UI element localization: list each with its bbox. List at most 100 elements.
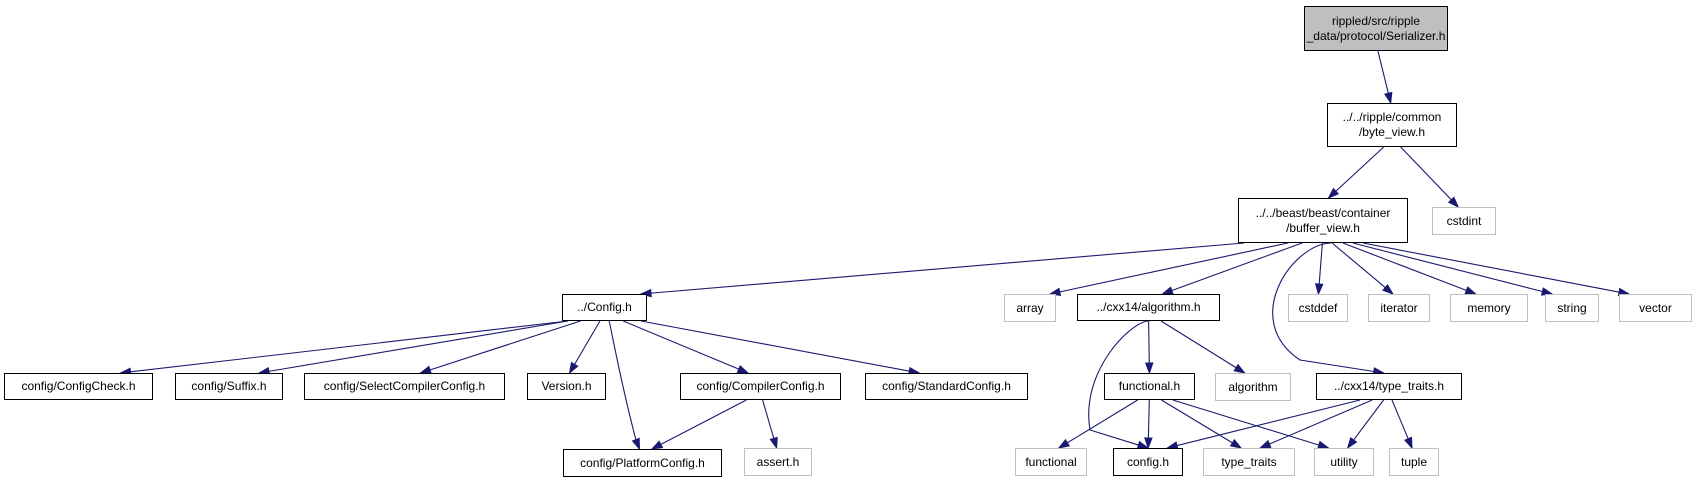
node-standardconfig[interactable]: config/StandardConfig.h [865, 373, 1028, 400]
edge-byte_view-to-cstdint [1400, 146, 1453, 201]
edge-config_h-to-configcheck [129, 320, 569, 373]
node-label: config/Suffix.h [191, 379, 267, 393]
node-label: config/PlatformConfig.h [580, 455, 705, 470]
node-algorithm: algorithm [1215, 373, 1291, 401]
edge-config_h-to-compilerconfig [623, 320, 740, 371]
edge-arrowhead [1447, 196, 1460, 209]
node-label: array [1016, 300, 1044, 315]
edge-arrowhead [568, 361, 579, 375]
edge-compilerconfig-to-assert [762, 399, 775, 440]
node-platformconfig[interactable]: config/PlatformConfig.h [563, 449, 722, 477]
node-label: memory [1467, 300, 1511, 315]
edge-functional_h-to-type_traits [1161, 399, 1234, 444]
node-assert: assert.h [744, 448, 812, 476]
node-label: ../Config.h [577, 300, 632, 314]
edge-arrowhead [1233, 363, 1246, 374]
node-label: iterator [1380, 300, 1418, 315]
edge-buffer_view-to-iterator [1331, 242, 1387, 289]
edge-algorithm_h-to-config_lower [1088, 320, 1149, 449]
edge-arrowhead [736, 364, 750, 374]
edge-arrowhead [1403, 436, 1413, 450]
node-label: ../cxx14/algorithm.h [1096, 300, 1201, 314]
node-tuple: tuple [1389, 448, 1439, 476]
node-label: ../../ripple/common [1342, 110, 1442, 124]
edge-config_h-to-version [573, 320, 601, 366]
edge-arrowhead [1229, 438, 1243, 449]
edge-arrowhead [1464, 286, 1478, 295]
node-label: ../../beast/beast/container [1255, 205, 1391, 220]
edge-arrowhead [1144, 362, 1154, 375]
node-label: utility [1330, 454, 1358, 469]
node-label: assert.h [756, 454, 800, 469]
node-label: functional.h [1118, 379, 1181, 393]
edge-buffer_view-to-memory [1342, 242, 1468, 292]
node-label: config/ConfigCheck.h [21, 379, 136, 393]
node-label: /buffer_view.h [1286, 220, 1360, 235]
edge-arrowhead [769, 436, 778, 450]
node-algorithm-h[interactable]: ../cxx14/algorithm.h [1077, 294, 1220, 321]
edge-buffer_view-to-vector [1362, 242, 1621, 293]
edge-config_h-to-selectcompiler [428, 320, 581, 371]
edge-arrowhead [1382, 283, 1395, 295]
node-label: cstddef [1298, 300, 1338, 315]
node-functional: functional [1015, 448, 1087, 476]
edge-functional_h-to-utility [1172, 399, 1321, 446]
node-label: type_traits [1221, 454, 1277, 469]
edge-arrowhead [1384, 91, 1393, 105]
node-label: algorithm [1228, 379, 1278, 394]
node-label: config/StandardConfig.h [882, 379, 1011, 393]
node-cstddef: cstddef [1288, 294, 1348, 322]
edge-serializer-to-byte_view [1377, 50, 1390, 95]
node-label: vector [1639, 300, 1672, 315]
edge-buffer_view-to-cstddef [1318, 242, 1323, 286]
node-suffix[interactable]: config/Suffix.h [175, 373, 283, 400]
node-label: /byte_view.h [1358, 125, 1426, 139]
edge-arrowhead [1327, 187, 1340, 200]
node-label: config/SelectCompilerConfig.h [323, 379, 486, 393]
node-label: config/CompilerConfig.h [696, 379, 825, 393]
node-vector: vector [1619, 294, 1692, 322]
edge-functional_h-to-config_lower [1147, 399, 1150, 440]
edge-arrowhead [1314, 283, 1324, 296]
node-functional-h[interactable]: functional.h [1104, 373, 1195, 400]
node-byte-view[interactable]: ../../ripple/common/byte_view.h [1327, 103, 1457, 147]
node-buffer-view[interactable]: ../../beast/beast/container/buffer_view.… [1238, 198, 1408, 243]
node-cstdint: cstdint [1432, 207, 1496, 235]
edge-algorithm_h-to-algorithm [1160, 320, 1238, 369]
node-label: Version.h [541, 379, 592, 393]
node-type-traits: type_traits [1203, 448, 1295, 476]
node-label: rippled/src/ripple [1331, 13, 1421, 28]
edge-arrowhead [1346, 437, 1358, 450]
edge-arrowhead [1258, 439, 1272, 449]
edge-arrowhead [631, 437, 640, 451]
node-config-lower[interactable]: config.h [1113, 448, 1183, 476]
node-version[interactable]: Version.h [527, 373, 606, 400]
node-iterator: iterator [1368, 294, 1430, 322]
edge-config_h-to-standardconfig [640, 320, 911, 372]
node-label: cstdint [1446, 213, 1482, 228]
node-utility: utility [1314, 448, 1374, 476]
edge-byte_view-to-buffer_view [1334, 146, 1385, 193]
node-serializer[interactable]: rippled/src/ripple_data/protocol/Seriali… [1304, 6, 1448, 51]
edge-buffer_view-to-string [1352, 242, 1544, 293]
edge-buffer_view-to-array [1058, 242, 1288, 293]
node-selectcompiler[interactable]: config/SelectCompilerConfig.h [304, 373, 505, 400]
node-memory: memory [1450, 294, 1528, 322]
edge-type_traits_h-to-type_traits [1268, 399, 1373, 445]
node-config-h[interactable]: ../Config.h [562, 294, 647, 321]
edge-buffer_view-to-algorithm_h [1170, 242, 1303, 292]
edge-arrowhead [650, 440, 664, 450]
edge-algorithm_h-to-functional_h [1148, 320, 1150, 365]
node-configcheck[interactable]: config/ConfigCheck.h [4, 373, 153, 400]
edge-type_traits_h-to-utility [1352, 399, 1385, 442]
node-label: ../cxx14/type_traits.h [1333, 379, 1445, 393]
edge-arrowhead [1161, 286, 1174, 295]
node-compilerconfig[interactable]: config/CompilerConfig.h [680, 373, 841, 400]
edge-functional_h-to-functional [1066, 399, 1138, 444]
node-type-traits-h[interactable]: ../cxx14/type_traits.h [1316, 373, 1462, 400]
node-string: string [1545, 294, 1599, 322]
edge-arrowhead [1144, 437, 1153, 450]
edge-buffer_view-to-type_traits_h [1272, 242, 1384, 374]
